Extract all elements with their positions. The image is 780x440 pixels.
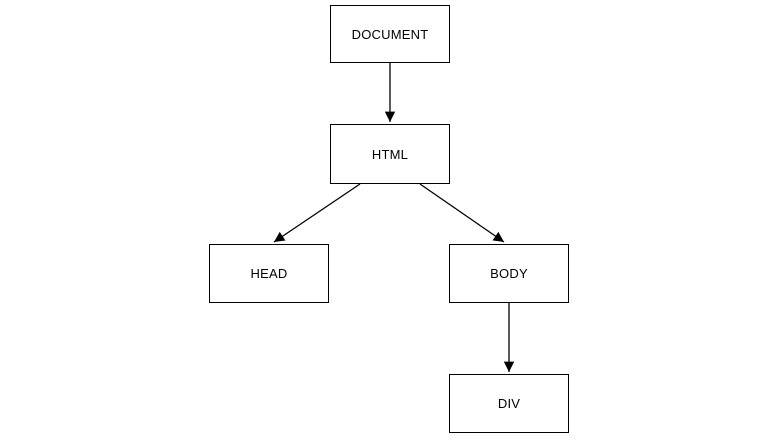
- node-html: HTML: [330, 124, 450, 184]
- node-div-label: DIV: [497, 396, 521, 411]
- node-document: DOCUMENT: [330, 5, 450, 63]
- edge-html-head: [273, 183, 361, 243]
- node-body-label: BODY: [490, 266, 528, 281]
- node-head: HEAD: [209, 244, 329, 303]
- node-head-label: HEAD: [250, 266, 288, 281]
- node-body: BODY: [449, 244, 569, 303]
- edge-html-body: [419, 183, 505, 243]
- node-div: DIV: [449, 374, 569, 433]
- node-document-label: DOCUMENT: [351, 26, 429, 42]
- node-html-label: HTML: [371, 146, 409, 162]
